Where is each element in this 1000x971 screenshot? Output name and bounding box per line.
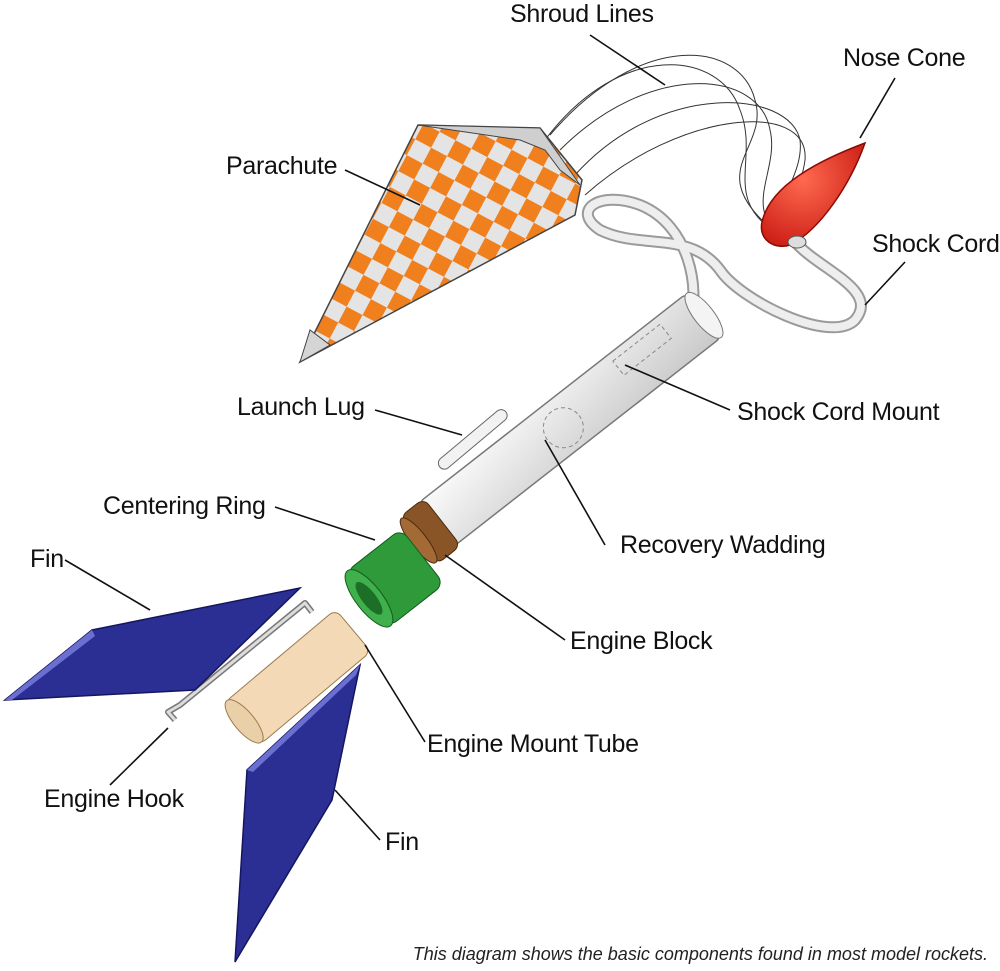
- label-centering-ring: Centering Ring: [103, 492, 266, 520]
- shroud-lines: [544, 54, 806, 243]
- label-engine-block: Engine Block: [570, 627, 713, 655]
- engine-block: [399, 501, 458, 564]
- label-shock-cord: Shock Cord: [872, 230, 1000, 258]
- launch-lug: [437, 409, 508, 470]
- parachute: [298, 124, 583, 364]
- label-fin-bottom: Fin: [385, 828, 419, 856]
- label-engine-hook: Engine Hook: [44, 785, 184, 813]
- leader-lines: [64, 34, 906, 841]
- caption: This diagram shows the basic components …: [412, 944, 988, 964]
- label-fin-top: Fin: [30, 545, 64, 573]
- nose-cone: [760, 141, 867, 249]
- label-shock-cord-mount: Shock Cord Mount: [737, 398, 940, 426]
- body-tube: [420, 291, 724, 546]
- fin-top: [2, 586, 303, 701]
- label-parachute: Parachute: [226, 152, 338, 180]
- centering-ring: [344, 532, 441, 628]
- label-recovery-wadding: Recovery Wadding: [620, 531, 826, 559]
- label-launch-lug: Launch Lug: [237, 393, 365, 421]
- label-engine-mount-tube: Engine Mount Tube: [427, 730, 639, 758]
- engine-mount-tube: [224, 612, 369, 744]
- label-nose-cone: Nose Cone: [843, 44, 966, 72]
- engine-hook: [165, 600, 315, 722]
- label-shroud-lines: Shroud Lines: [510, 0, 654, 28]
